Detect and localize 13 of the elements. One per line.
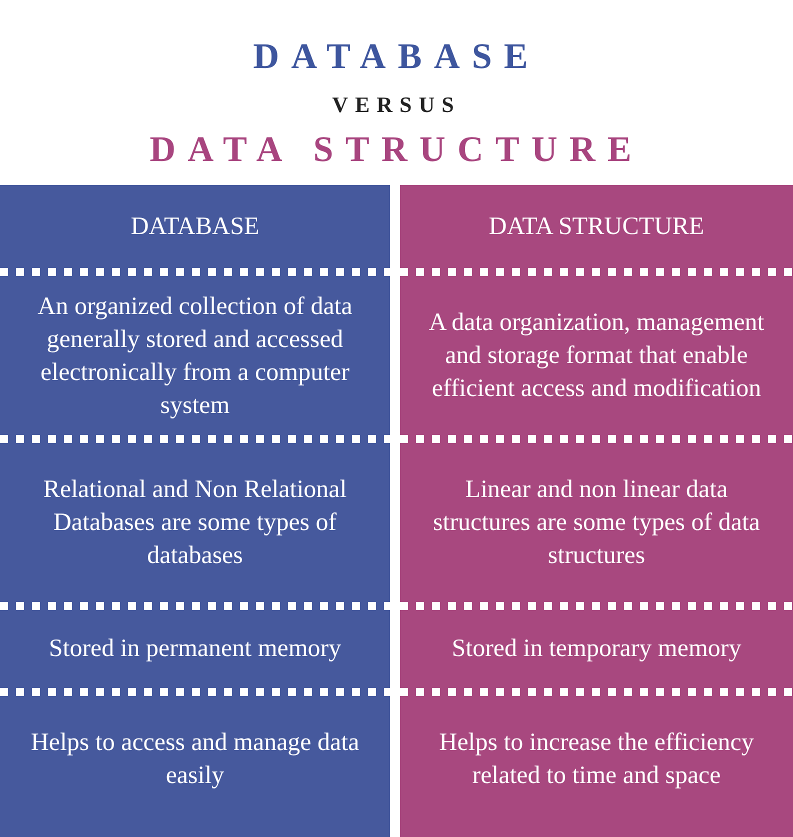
versus-label: VERSUS: [331, 92, 462, 118]
comparison-text: Linear and non linear data structures are some types of data structures: [432, 475, 761, 571]
column-header: DATA STRUCTURE: [488, 212, 704, 242]
comparison-text: A data organization, management and storage format that enable efficient access and modification: [428, 308, 766, 404]
column-header: DATABASE: [130, 212, 260, 242]
comparison-text: Stored in permanent memory: [48, 634, 342, 664]
comparison-text: Helps to access and manage data easily: [30, 728, 360, 790]
comparison-text: Stored in temporary memory: [452, 634, 742, 664]
comparison-text: An organized collection of data generally stored and accessed electronically from a computer system: [36, 292, 354, 420]
title: DATABASE: [252, 35, 541, 77]
subtitle: DATA STRUCTURE: [148, 128, 644, 170]
comparison-text: Helps to increase the efficiency related to time and space: [438, 728, 755, 790]
comparison-text: Relational and Non Relational Databases are some types of databases: [42, 475, 348, 571]
